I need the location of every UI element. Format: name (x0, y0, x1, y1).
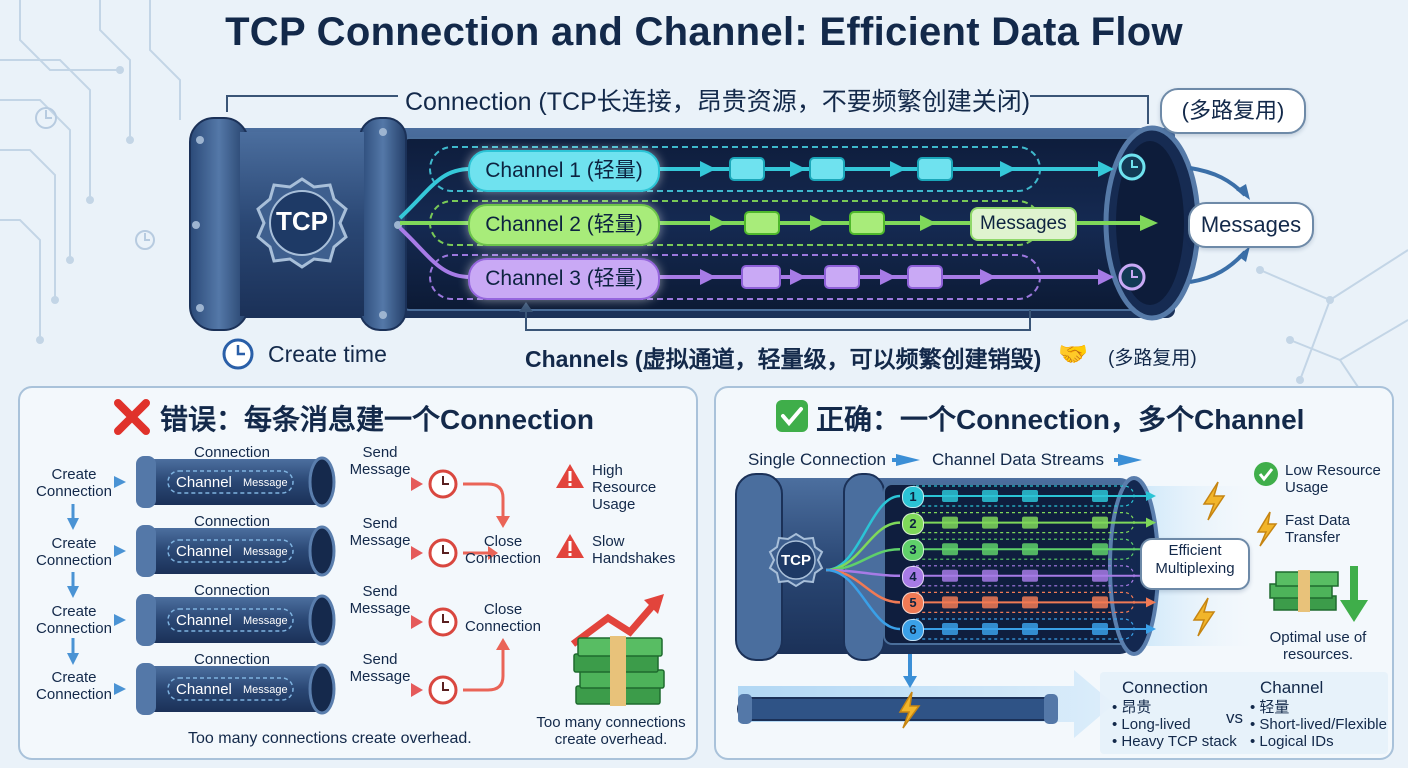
lane-number-5: 5 (902, 592, 924, 615)
cross-icon (114, 399, 150, 435)
channels-label: Channels (虚拟通道，轻量级，可以频繁创建销毁) (525, 346, 1042, 372)
single-connection-label: Single Connection (748, 450, 886, 469)
create-connection-4: Create Connection (36, 669, 112, 703)
compare-connection-title: Connection (1122, 678, 1209, 697)
overhead-note-right: Too many connections create overhead. (536, 714, 686, 748)
compare-conn-item-1: • 昂贵 (1112, 699, 1152, 716)
compare-chan-item-2: • Short-lived/Flexible (1250, 716, 1387, 733)
optimal-use-note: Optimal use of resources. (1269, 629, 1367, 663)
high-resource-warning: High Resource Usage (592, 462, 657, 513)
lane-number-2: 2 (902, 512, 924, 535)
messages-pill: Messages (970, 207, 1077, 241)
compare-chan-item-1: • 轻量 (1250, 699, 1290, 716)
lane-number-6: 6 (902, 619, 924, 641)
slow-handshakes-warning: Slow Handshakes (592, 533, 676, 567)
diagram-title: TCP Connection and Channel: Efficient Da… (225, 10, 1183, 54)
lane-number-3: 3 (902, 539, 924, 562)
channel-1-label: Channel 1 (轻量) (468, 150, 660, 192)
efficient-multiplexing-bubble: Efficient Multiplexing (1140, 538, 1250, 590)
small-channel-2: Channel (176, 543, 232, 560)
create-connection-1: Create Connection (36, 466, 112, 500)
handshake-icon: 🤝 (1058, 341, 1088, 368)
lane-number-1: 1 (902, 486, 924, 508)
lane-number-4: 4 (902, 565, 924, 588)
wrong-header: 错误：每条消息建一个Connection (160, 404, 594, 435)
small-connection-label-3: Connection (194, 582, 270, 599)
small-channel-4: Channel (176, 681, 232, 698)
compare-channel-title: Channel (1260, 678, 1324, 697)
compare-conn-item-3: • Heavy TCP stack (1112, 733, 1237, 750)
small-connection-label-1: Connection (194, 444, 270, 461)
close-connection-1: Close Connection (465, 533, 541, 567)
wrong-flow-graphic (67, 456, 665, 715)
messages-bubble: Messages (1188, 202, 1314, 248)
compare-chan-item-3: • Logical IDs (1250, 733, 1334, 750)
create-connection-3: Create Connection (36, 603, 112, 637)
small-message-4: Message (243, 684, 288, 696)
send-message-3: Send Message (349, 583, 411, 617)
small-message-2: Message (243, 546, 288, 558)
close-connection-2: Close Connection (465, 601, 541, 635)
send-message-4: Send Message (349, 651, 411, 685)
compare-vs: vs (1226, 708, 1243, 727)
fast-data-transfer: Fast Data Transfer (1285, 512, 1351, 546)
channel-2-label: Channel 2 (轻量) (468, 204, 660, 246)
correct-icons-graphic (737, 462, 1388, 754)
low-resource-usage: Low Resource Usage (1285, 462, 1381, 496)
small-tcp-badge: TCP (781, 552, 811, 569)
small-channel-3: Channel (176, 612, 232, 629)
send-message-1: Send Message (349, 444, 411, 478)
connection-label: Connection (TCP长连接，昂贵资源，不要频繁创建关闭) (405, 88, 1031, 116)
small-connection-label-4: Connection (194, 651, 270, 668)
tcp-badge: TCP (276, 206, 328, 236)
correct-header: 正确：一个Connection，多个Channel (816, 404, 1305, 435)
small-message-1: Message (243, 477, 288, 489)
send-message-2: Send Message (349, 515, 411, 549)
checkmark-icon (776, 400, 808, 432)
overhead-note-bottom: Too many connections create overhead. (188, 730, 472, 747)
create-connection-2: Create Connection (36, 535, 112, 569)
compare-conn-item-2: • Long-lived (1112, 716, 1191, 733)
small-message-3: Message (243, 615, 288, 627)
channel-3-label: Channel 3 (轻量) (468, 258, 660, 300)
channel-data-streams-label: Channel Data Streams (932, 450, 1104, 469)
small-connection-label-2: Connection (194, 513, 270, 530)
multiplex-bubble: (多路复用) (1160, 88, 1306, 134)
create-time-label: Create time (268, 341, 387, 367)
small-channel-1: Channel (176, 474, 232, 491)
multiplex-small-label: (多路复用) (1108, 348, 1197, 369)
